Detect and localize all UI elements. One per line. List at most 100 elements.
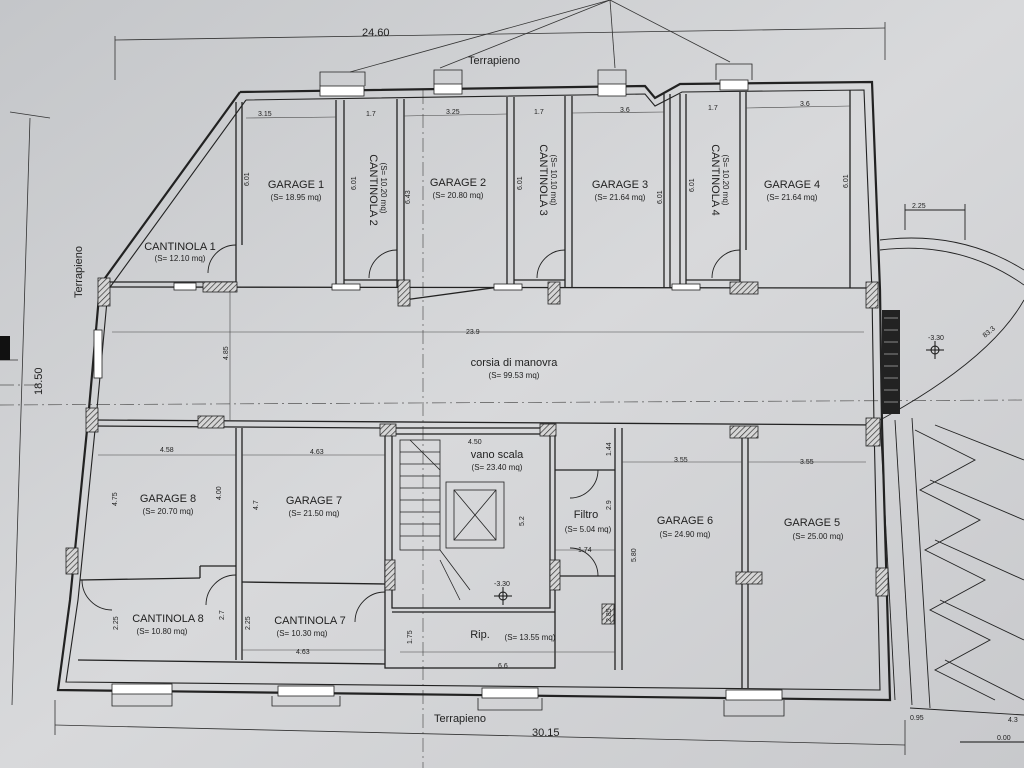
room-area: (S= 10.20 mq) — [379, 163, 388, 214]
dimension-lines — [98, 105, 866, 653]
room-name: Rip. — [470, 629, 490, 641]
room-name: corsia di manovra — [471, 357, 559, 369]
room-name: CANTINOLA 8 — [132, 613, 204, 625]
level-markers — [494, 341, 1024, 743]
room-name: CANTINOLA 7 — [274, 615, 346, 627]
vent-grille — [882, 310, 900, 414]
room-name: GARAGE 3 — [592, 179, 648, 191]
room-name: GARAGE 4 — [764, 179, 820, 191]
room-area: (S= 5.04 mq) — [565, 525, 612, 534]
room-area: (S= 12.10 mq) — [155, 254, 206, 263]
dim-label: 6.01 — [843, 174, 850, 188]
dim-label: 4.58 — [160, 447, 174, 454]
dim-label: 1.75 — [407, 630, 414, 644]
room-area: (S= 24.90 mq) — [660, 530, 711, 539]
dim-label: 3.15 — [258, 111, 272, 118]
dim-label: 4.63 — [310, 449, 324, 456]
ramp — [879, 204, 1024, 716]
room-name: CANTINOLA 2 — [367, 154, 379, 226]
room-area: (S= 21.64 mq) — [595, 193, 646, 202]
bottom-right-level: 0.00 — [997, 735, 1011, 742]
terrapieno-left-label: Terrapieno — [73, 246, 85, 298]
room-area: (S= 10.20 mq) — [721, 155, 730, 206]
room-name: vano scala — [471, 449, 524, 461]
dim-label: 1.7 — [534, 109, 544, 116]
room-area: (S= 20.70 mq) — [143, 507, 194, 516]
dim-label: 2.25 — [113, 616, 120, 630]
interior-walls — [77, 90, 881, 688]
dim-label: 6.01 — [689, 178, 696, 192]
room-area: (S= 18.95 mq) — [271, 193, 322, 202]
room-area: (S= 10.30 mq) — [277, 629, 328, 638]
dim-label: 2.7 — [219, 610, 226, 620]
dim-label: 6.01 — [244, 172, 251, 186]
room-area: (S= 20.80 mq) — [433, 191, 484, 200]
dim-label: 6.01 — [657, 190, 664, 204]
level-stair: -3.30 — [494, 581, 510, 588]
site-labels: Terrapieno Terrapieno Terrapieno 24.60 3… — [33, 27, 1018, 742]
dim-label: 1.74 — [578, 547, 592, 554]
dim-label: 3.6 — [800, 101, 810, 108]
room-area: (S= 23.40 mq) — [472, 463, 523, 472]
dim-label: 6.01 — [517, 176, 524, 190]
terrapieno-top-label: Terrapieno — [468, 55, 520, 67]
dim-label: 1.7 — [366, 111, 376, 118]
dim-label: 4.7 — [253, 500, 260, 510]
dim-label: 6.43 — [405, 190, 412, 204]
room-name: GARAGE 7 — [286, 495, 342, 507]
dim-label: 2.25 — [245, 616, 252, 630]
room-name: CANTINOLA 1 — [144, 241, 216, 253]
room-area: (S= 13.55 mq) — [505, 633, 556, 642]
level-right: -3.30 — [928, 335, 944, 342]
dim-label: 5.2 — [519, 516, 526, 526]
overall-height: 18.50 — [33, 367, 45, 395]
room-name: GARAGE 6 — [657, 515, 713, 527]
dim-label: 6.6 — [498, 663, 508, 670]
dim-label: 3.25 — [446, 109, 460, 116]
dim-label: 4.85 — [223, 346, 230, 360]
room-name: GARAGE 2 — [430, 177, 486, 189]
room-area: (S= 10.10 mq) — [549, 155, 558, 206]
pillars — [65, 277, 889, 625]
dim-label: 4.63 — [296, 649, 310, 656]
ramp-width: 2.25 — [912, 203, 926, 210]
dim-label: 3.55 — [800, 459, 814, 466]
dim-label: 1.44 — [606, 442, 613, 456]
bottom-right-small: 4.3 — [1008, 717, 1018, 724]
dim-label: 3.6 — [620, 107, 630, 114]
room-area: (S= 21.64 mq) — [767, 193, 818, 202]
dim-label: 1.7 — [708, 105, 718, 112]
room-name: CANTINOLA 4 — [709, 144, 721, 216]
door-swings — [81, 244, 741, 623]
room-name: Filtro — [574, 509, 598, 521]
window-bays — [111, 63, 785, 717]
room-name: CANTINOLA 3 — [537, 144, 549, 216]
windows — [93, 79, 783, 701]
dim-label: 2.9 — [606, 500, 613, 510]
bottom-right-dim: 0.95 — [910, 715, 924, 722]
room-area: (S= 10.80 mq) — [137, 627, 188, 636]
dim-label: 4.50 — [468, 439, 482, 446]
overall-width-top: 24.60 — [362, 27, 390, 39]
dim-label: 6.01 — [351, 176, 358, 190]
room-area: (S= 21.50 mq) — [289, 509, 340, 518]
overall-width-bottom: 30.15 — [532, 727, 560, 739]
overall-dimensions — [9, 22, 906, 755]
terrapieno-bottom-label: Terrapieno — [434, 713, 486, 725]
dim-label: 23.9 — [466, 329, 480, 336]
north-arrow — [0, 336, 10, 360]
room-labels: GARAGE 1 (S= 18.95 mq) CANTINOLA 2 (S= 1… — [132, 144, 844, 642]
dim-label: 3.55 — [674, 457, 688, 464]
dim-label: 4.75 — [112, 492, 119, 506]
room-area: (S= 99.53 mq) — [489, 371, 540, 380]
room-name: GARAGE 1 — [268, 179, 324, 191]
dim-label: 5.80 — [631, 548, 638, 562]
dim-label: 2.85 — [606, 608, 613, 622]
dim-label: 4.00 — [216, 486, 223, 500]
room-name: GARAGE 8 — [140, 493, 196, 505]
room-name: GARAGE 5 — [784, 517, 840, 529]
axis-lines — [0, 90, 1024, 768]
dimension-labels: 3.15 1.7 3.25 1.7 3.6 1.7 3.6 6.01 6.01 … — [112, 101, 850, 670]
